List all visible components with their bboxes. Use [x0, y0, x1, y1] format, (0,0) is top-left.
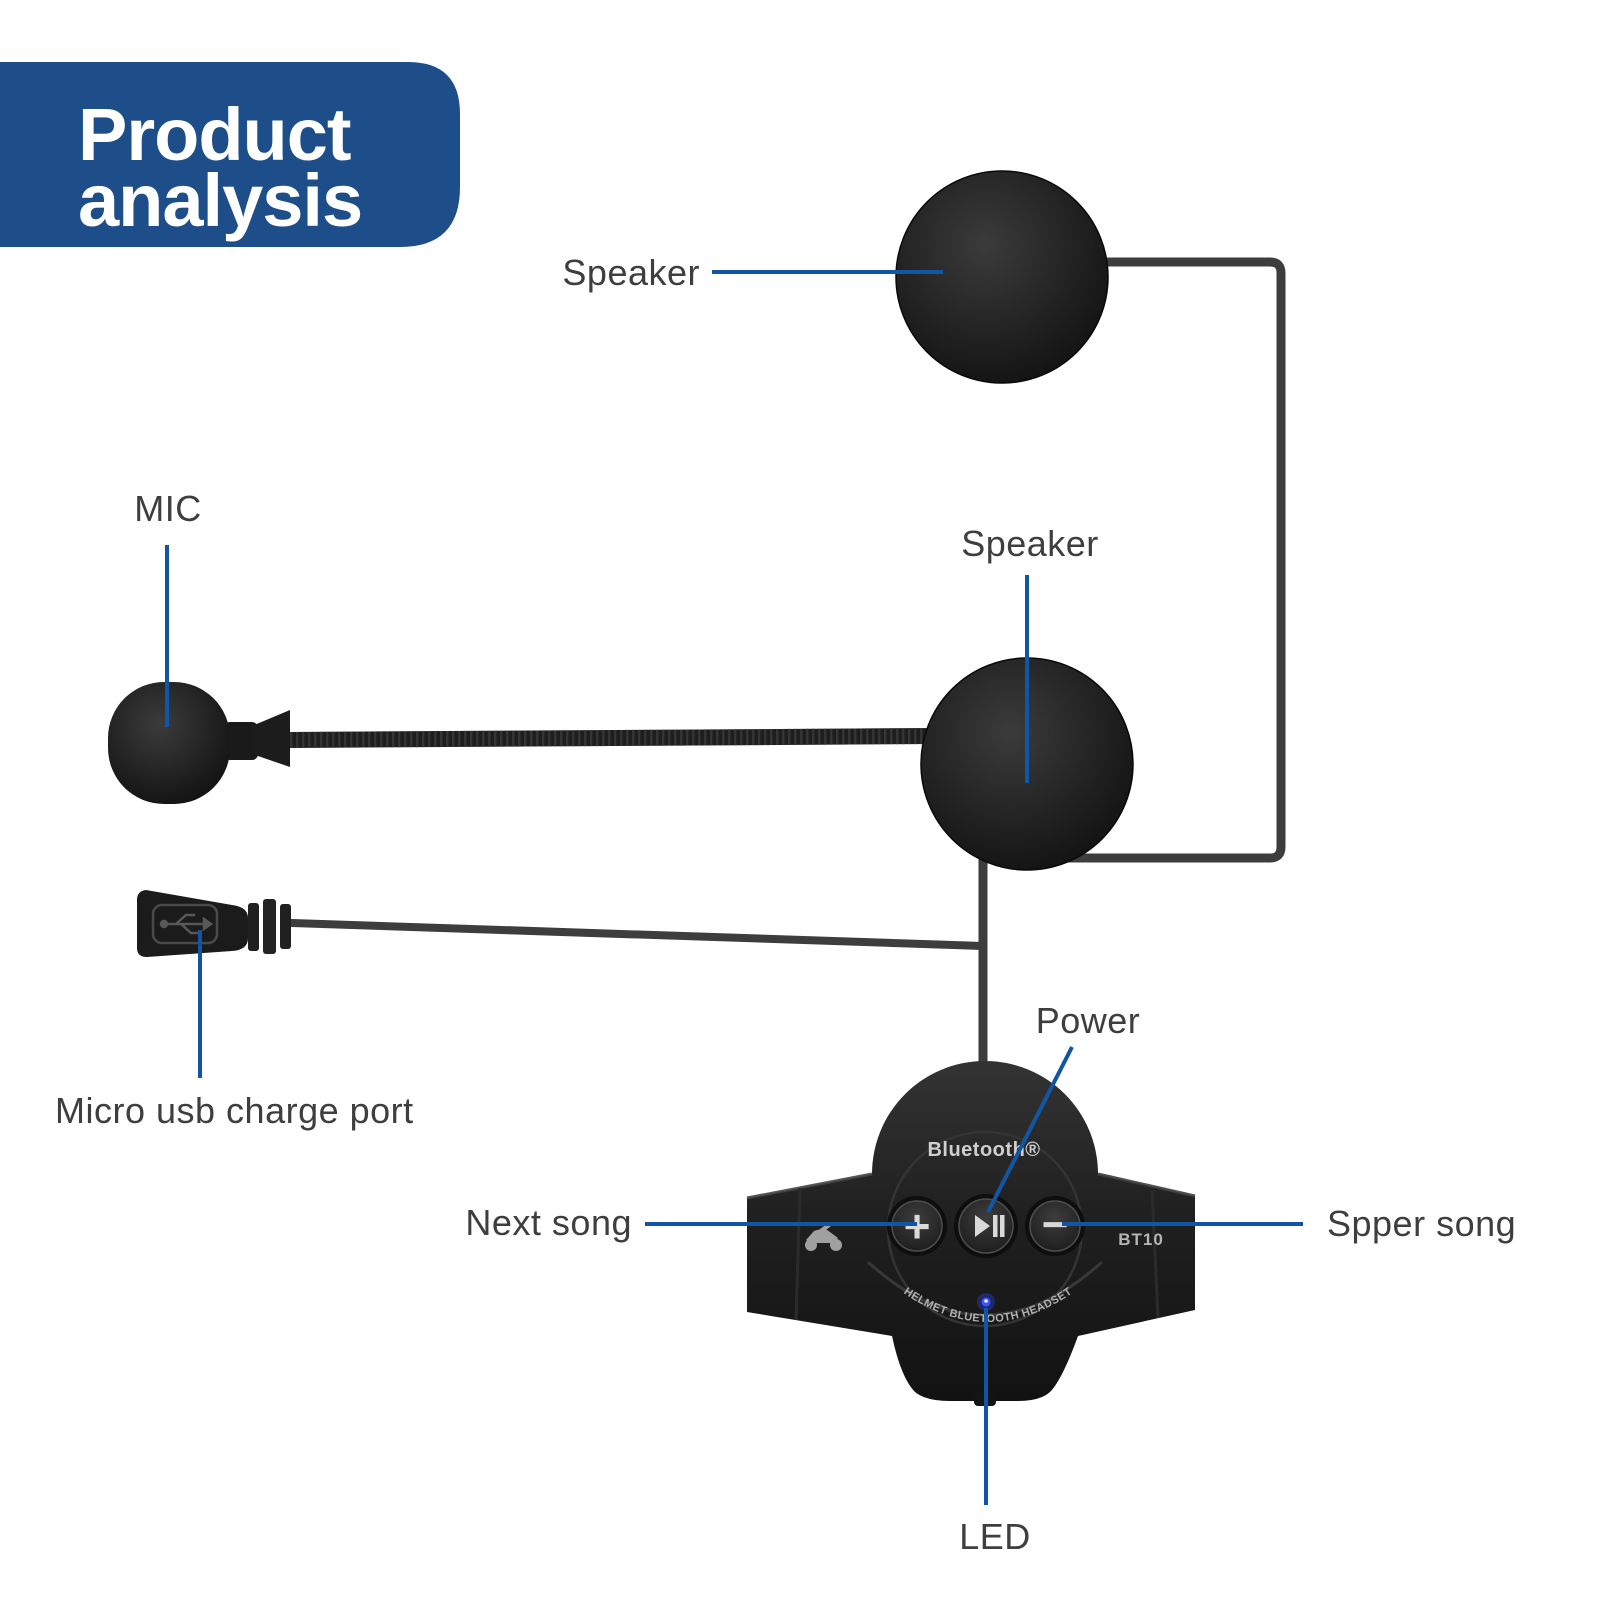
microphone-assembly — [108, 682, 936, 804]
led-label: LED — [959, 1516, 1031, 1557]
badge-title-line2: analysis — [78, 159, 362, 242]
mic-label: MIC — [134, 488, 202, 529]
right-wing-bevel — [1097, 1172, 1196, 1198]
usb-icon — [159, 913, 214, 935]
mic-boom — [289, 728, 936, 748]
speaker-middle-label: Speaker — [961, 523, 1099, 564]
device-model-text: BT10 — [1118, 1230, 1164, 1249]
badge-background — [0, 62, 460, 247]
part-labels: Speaker Speaker MIC Micro usb charge por… — [55, 252, 1516, 1557]
usb-strain-relief-2 — [263, 899, 276, 954]
right-wing-crease — [1150, 1189, 1160, 1319]
left-wing-bevel — [746, 1172, 873, 1200]
usb-label: Micro usb charge port — [55, 1090, 414, 1131]
power-label: Power — [1036, 1000, 1141, 1041]
usb-strain-relief-3 — [280, 904, 291, 949]
badge-title-line1: Product — [78, 93, 351, 176]
usb-strain-relief-1 — [248, 903, 259, 951]
left-wing-crease — [794, 1187, 802, 1321]
wiring — [288, 257, 1286, 1130]
mic-neck — [224, 722, 258, 760]
play-pause-icon — [975, 1215, 1005, 1237]
usb-charge-port — [137, 890, 291, 957]
mic-foam — [108, 682, 230, 804]
control-unit: Bluetooth® BT10 + − — [746, 1061, 1196, 1406]
usb-etched-frame — [151, 903, 219, 945]
device-brand-text: Bluetooth® — [927, 1139, 1040, 1161]
top-speaker-wire — [1055, 257, 1286, 863]
mic-collar — [252, 710, 290, 767]
next-song-label: Next song — [465, 1202, 632, 1243]
led-core — [984, 1299, 988, 1303]
product-analysis-badge: Product analysis — [0, 62, 460, 247]
speaker-top-label: Speaker — [562, 252, 700, 293]
leader-lines — [165, 270, 1303, 1505]
top-speaker — [895, 170, 1109, 384]
spper-song-label: Spper song — [1327, 1203, 1516, 1244]
usb-cable — [288, 919, 987, 950]
power-leader-line — [986, 1046, 1074, 1213]
